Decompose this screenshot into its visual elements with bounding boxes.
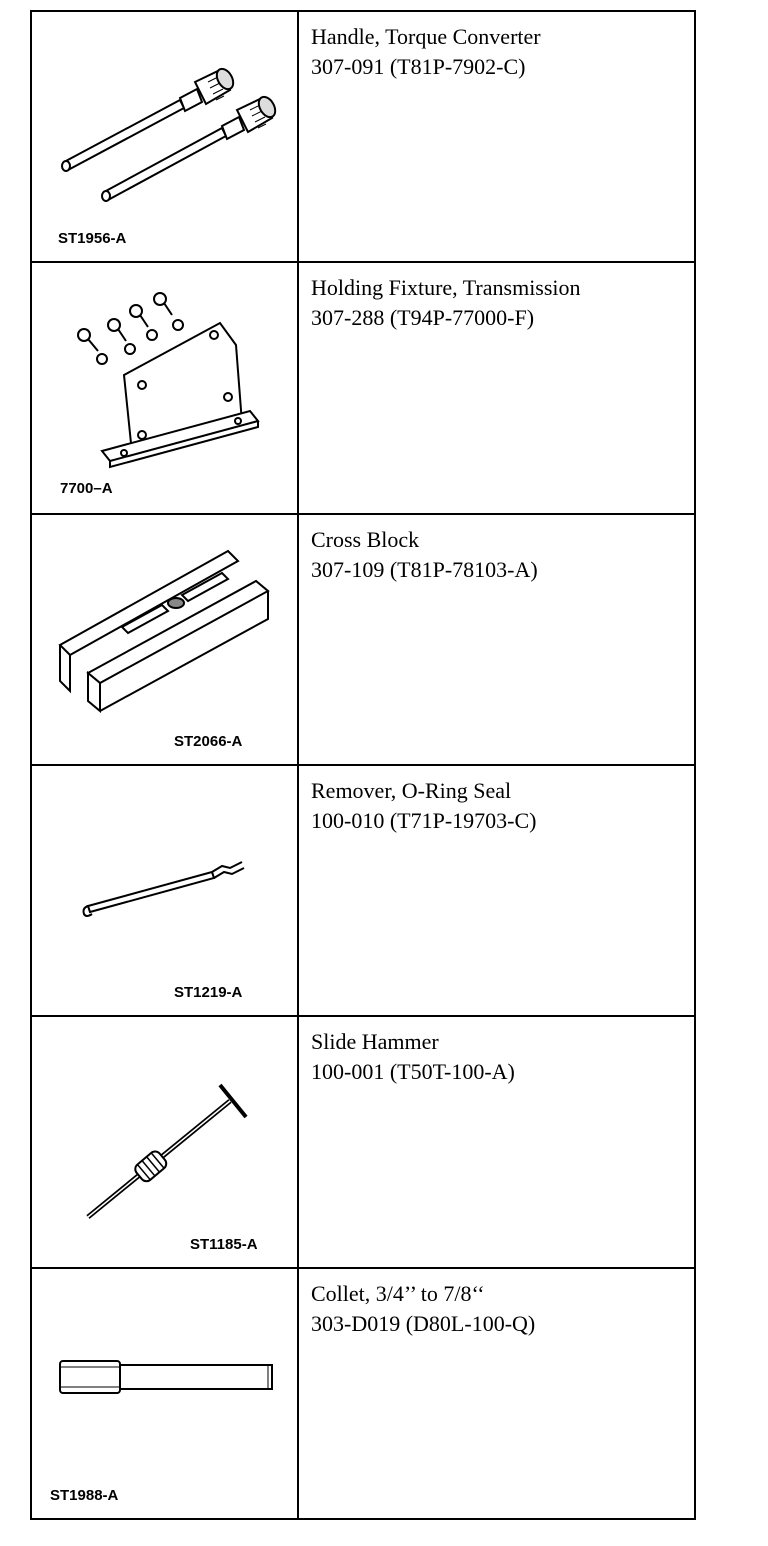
tool-number: 307-288 (T94P-77000-F) bbox=[311, 305, 535, 331]
collet-icon bbox=[59, 1359, 273, 1394]
tool-code: ST2066-A bbox=[174, 732, 243, 750]
tool-number: 307-109 (T81P-78103-A) bbox=[311, 556, 538, 582]
tool-illustration-cell: ST1988-A bbox=[32, 1268, 299, 1518]
tool-name: Holding Fixture, Transmission bbox=[311, 275, 581, 301]
tool-row: ST2066-A Cross Block 307-109 (T81P-78103… bbox=[32, 514, 694, 766]
tool-number: 100-001 (T50T-100-A) bbox=[311, 1059, 515, 1085]
tool-name: Slide Hammer bbox=[311, 1029, 439, 1055]
o-ring-remover-icon bbox=[82, 861, 245, 917]
tool-description: Holding Fixture, Transmission 307-288 (T… bbox=[299, 263, 694, 512]
tool-name: Handle, Torque Converter bbox=[311, 24, 541, 49]
torque-converter-handles-icon bbox=[61, 67, 277, 202]
tool-description: Slide Hammer 100-001 (T50T-100-A) bbox=[299, 1017, 694, 1266]
tool-description: Cross Block 307-109 (T81P-78103-A) bbox=[299, 515, 694, 764]
tool-description: Handle, Torque Converter 307-091 (T81P-7… bbox=[299, 12, 694, 261]
tool-number: 100-010 (T71P-19703-C) bbox=[311, 807, 537, 833]
tool-code: ST1988-A bbox=[50, 1486, 119, 1504]
tool-name: Remover, O-Ring Seal bbox=[311, 777, 512, 803]
tool-name: Cross Block bbox=[311, 526, 420, 552]
tool-row: ST1956-A Handle, Torque Converter 307-09… bbox=[32, 12, 694, 264]
tool-illustration-cell: ST1956-A bbox=[32, 12, 299, 262]
tool-name: Collet, 3/4’’ to 7/8‘‘ bbox=[311, 1280, 485, 1306]
slide-hammer-icon bbox=[86, 1084, 248, 1220]
tool-code: ST1185-A bbox=[190, 1235, 258, 1253]
tool-description: Collet, 3/4’’ to 7/8‘‘ 303-D019 (D80L-10… bbox=[299, 1269, 694, 1518]
holding-fixture-icon bbox=[77, 292, 260, 469]
tool-illustration-cell: 7700–A bbox=[32, 263, 299, 513]
tool-row: ST1988-A Collet, 3/4’’ to 7/8‘‘ 303-D019… bbox=[32, 1268, 694, 1518]
cross-block-icon bbox=[58, 549, 270, 713]
tool-illustration-cell: ST1219-A bbox=[32, 765, 299, 1016]
tool-code: 7700–A bbox=[60, 479, 113, 497]
tool-row: ST1185-A Slide Hammer 100-001 (T50T-100-… bbox=[32, 1017, 694, 1269]
special-tools-table: ST1956-A Handle, Torque Converter 307-09… bbox=[30, 10, 696, 1520]
tool-description: Remover, O-Ring Seal 100-010 (T71P-19703… bbox=[299, 766, 694, 1015]
tool-row: 7700–A Holding Fixture, Transmission 307… bbox=[32, 263, 694, 515]
tool-illustration-cell: ST1185-A bbox=[32, 1017, 299, 1267]
tool-illustration-cell: ST2066-A bbox=[32, 514, 299, 764]
tool-code: ST1219-A bbox=[174, 984, 243, 1002]
tool-code: ST1956-A bbox=[58, 230, 127, 248]
tool-number: 307-091 (T81P-7902-C) bbox=[311, 54, 526, 79]
tool-row: ST1219-A Remover, O-Ring Seal 100-010 (T… bbox=[32, 765, 694, 1018]
tool-number: 303-D019 (D80L-100-Q) bbox=[311, 1310, 536, 1336]
